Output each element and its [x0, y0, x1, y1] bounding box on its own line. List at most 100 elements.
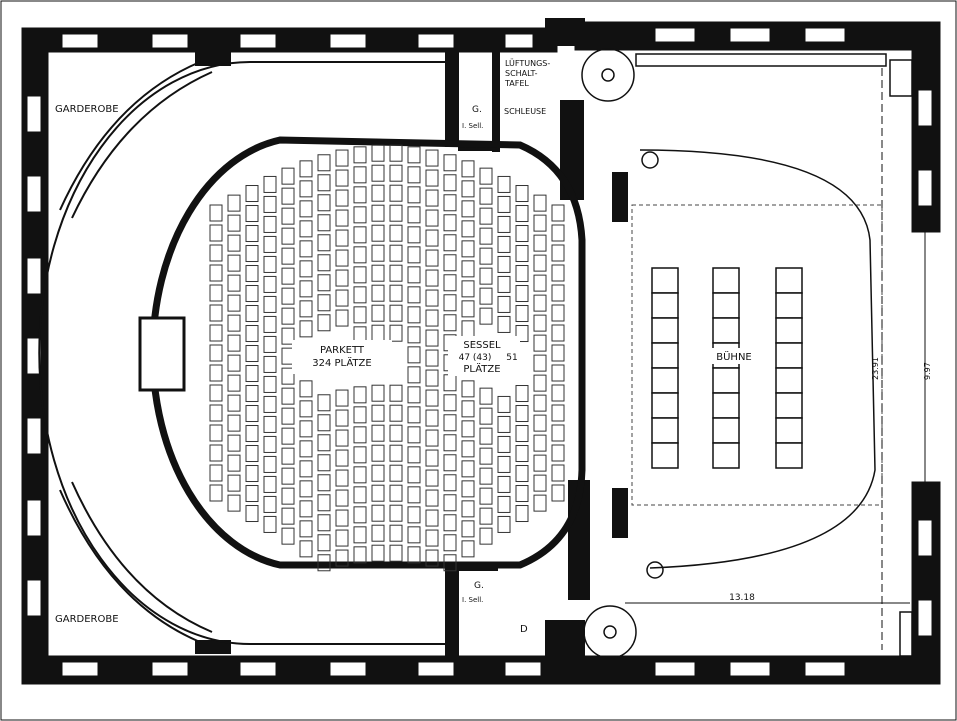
stage-lift-segment: [775, 267, 803, 294]
seat: [533, 194, 547, 212]
seat: [407, 286, 421, 304]
seat: [497, 175, 511, 193]
seat: [371, 404, 385, 422]
seat: [407, 246, 421, 264]
seat: [245, 185, 259, 203]
seat: [299, 240, 313, 258]
seat: [461, 240, 475, 258]
seat: [317, 254, 331, 272]
seat: [245, 485, 259, 503]
seat: [533, 494, 547, 512]
seat: [407, 186, 421, 204]
seat: [335, 309, 349, 327]
seat: [533, 454, 547, 472]
seat: [263, 315, 277, 333]
seat: [281, 167, 295, 185]
seat: [479, 427, 493, 445]
seat: [443, 294, 457, 312]
labels: GARDEROBE GARDEROBE LÜFTUNGS- SCHALT- TA…: [55, 58, 932, 635]
stage-lift-segment: [775, 317, 803, 344]
seat: [209, 384, 223, 402]
seat: [335, 389, 349, 407]
seat: [263, 475, 277, 493]
seat: [299, 300, 313, 318]
seat: [245, 325, 259, 343]
seat: [281, 267, 295, 285]
stage-lift-segment: [775, 392, 803, 419]
seat: [533, 394, 547, 412]
seat: [389, 384, 403, 402]
seat: [335, 509, 349, 527]
seat: [461, 500, 475, 518]
seat: [299, 180, 313, 198]
seat: [353, 486, 367, 504]
stage-depth-dimension: 23.91: [871, 357, 880, 380]
seating-area: [209, 144, 565, 572]
seat: [461, 300, 475, 318]
stage-lift-segment: [651, 342, 679, 369]
seat: [425, 349, 439, 367]
seat: [479, 207, 493, 225]
seat: [353, 146, 367, 164]
seat: [281, 467, 295, 485]
seat: [461, 520, 475, 538]
seat: [515, 265, 529, 283]
seat: [461, 540, 475, 558]
seat: [389, 324, 403, 342]
seat: [227, 214, 241, 232]
seat: [551, 424, 565, 442]
seat: [443, 394, 457, 412]
seat: [371, 304, 385, 322]
seat: [389, 424, 403, 442]
seat: [227, 494, 241, 512]
parkett-title: PARKETT: [320, 345, 365, 356]
seat: [479, 527, 493, 545]
seat: [335, 209, 349, 227]
seat: [407, 466, 421, 484]
seat: [335, 229, 349, 247]
seat: [389, 544, 403, 562]
seat: [335, 529, 349, 547]
stage-lift-segment: [651, 292, 679, 319]
seat: [299, 320, 313, 338]
seat: [353, 306, 367, 324]
seat: [317, 514, 331, 532]
seat: [497, 395, 511, 413]
seat: [515, 385, 529, 403]
seat: [407, 366, 421, 384]
seat: [281, 367, 295, 385]
seat: [245, 265, 259, 283]
seat: [263, 255, 277, 273]
seat: [371, 544, 385, 562]
seat: [281, 307, 295, 325]
seat: [263, 355, 277, 373]
seat: [227, 354, 241, 372]
seat: [461, 160, 475, 178]
seat: [425, 409, 439, 427]
seat: [479, 247, 493, 265]
stage-lift-segment: [712, 292, 740, 319]
seat: [425, 549, 439, 567]
seat: [461, 440, 475, 458]
seat: [299, 540, 313, 558]
seat: [353, 206, 367, 224]
seat: [227, 254, 241, 272]
seat: [353, 186, 367, 204]
seat: [497, 195, 511, 213]
seat: [353, 466, 367, 484]
seat: [263, 215, 277, 233]
seat: [317, 534, 331, 552]
seat: [371, 464, 385, 482]
seat: [425, 429, 439, 447]
wc-bottom-letter: G.: [474, 581, 484, 591]
seat: [227, 194, 241, 212]
outer-walls: [21, 21, 941, 685]
seat: [263, 515, 277, 533]
seat: [371, 224, 385, 242]
seat: [461, 320, 475, 338]
seat: [425, 469, 439, 487]
seat: [245, 245, 259, 263]
seat: [317, 314, 331, 332]
seat: [299, 420, 313, 438]
